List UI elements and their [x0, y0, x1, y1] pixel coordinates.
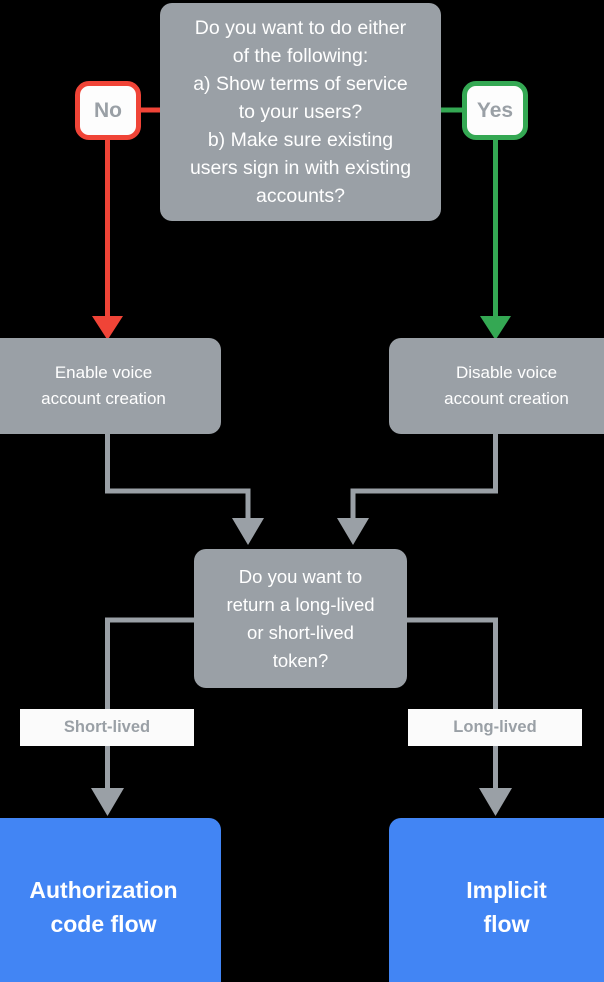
decision-node-token-lifetime: Do you want to return a long-lived or sh…: [194, 549, 407, 688]
edge-no-arrowhead: [92, 316, 123, 340]
decision-node-consent-label: Do you want to do either of the followin…: [189, 17, 412, 207]
process-node-enable-label: Enable voice account creation: [41, 363, 166, 408]
badge-yes: Yes: [462, 81, 528, 140]
edge-enable-to-token: [105, 432, 251, 519]
terminal-node-authorization-code-flow: Authorization code flow: [0, 818, 221, 982]
edge-token-to-implicit: [405, 617, 498, 789]
edge-authcode-arrowhead: [91, 788, 124, 816]
edge-implicit-arrowhead: [479, 788, 512, 816]
edge-disable-arrowhead: [337, 518, 369, 545]
terminal-node-authorization-code-flow-label: Authorization code flow: [29, 877, 178, 937]
decision-node-token-lifetime-label: Do you want to return a long-lived or sh…: [226, 565, 375, 671]
edge-label-short-lived: Short-lived: [20, 709, 194, 746]
terminal-node-implicit-flow-label: Implicit flow: [466, 877, 547, 937]
badge-no-label: No: [94, 98, 122, 122]
process-node-enable-voice-account-creation: Enable voice account creation: [0, 338, 221, 434]
process-node-disable-label: Disable voice account creation: [444, 363, 569, 408]
edge-yes-arrowhead: [480, 316, 511, 340]
edge-label-long-lived: Long-lived: [408, 709, 582, 746]
edge-disable-to-token: [350, 432, 498, 519]
edge-token-to-authcode: [105, 617, 196, 789]
decision-node-consent: Do you want to do either of the followin…: [160, 3, 441, 221]
process-node-disable-voice-account-creation: Disable voice account creation: [389, 338, 604, 434]
edge-label-short-lived-text: Short-lived: [63, 718, 151, 736]
badge-yes-label: Yes: [476, 98, 514, 122]
terminal-node-implicit-flow: Implicit flow: [389, 818, 604, 982]
badge-no: No: [75, 81, 141, 140]
edge-label-long-lived-text: Long-lived: [453, 718, 537, 736]
edge-enable-arrowhead: [232, 518, 264, 545]
